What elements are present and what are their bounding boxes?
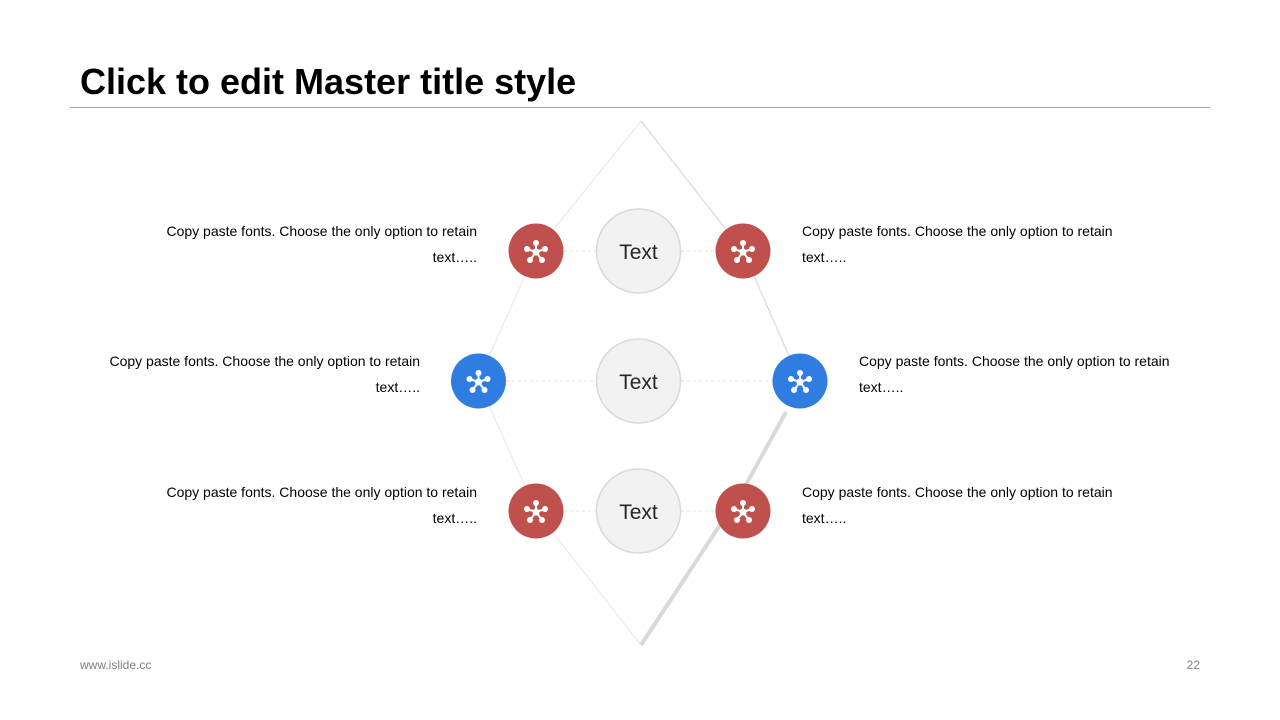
slide-title: Click to edit Master title style (80, 61, 577, 102)
center-node-label: Text (619, 371, 658, 394)
description-bottom-left: Copy paste fonts. Choose the only option… (166, 484, 477, 526)
page-number: 22 (1186, 658, 1200, 672)
footer-url: www.islide.cc (80, 658, 152, 672)
center-node-label: Text (619, 241, 658, 264)
description-top-right: Copy paste fonts. Choose the only option… (802, 223, 1113, 265)
center-node: Text (595, 338, 682, 424)
description-top-left: Copy paste fonts. Choose the only option… (166, 223, 477, 265)
description-middle-left: Copy paste fonts. Choose the only option… (109, 353, 420, 395)
title-divider (70, 107, 1210, 108)
node-middle-left (451, 353, 506, 409)
center-node-label: Text (619, 501, 658, 524)
center-node: Text (595, 208, 682, 294)
description-bottom-right: Copy paste fonts. Choose the only option… (802, 484, 1113, 526)
node-bottom-left (508, 483, 564, 539)
center-node: Text (595, 468, 682, 554)
dashed-connectors (506, 250, 772, 512)
node-top-right (715, 223, 771, 279)
node-bottom-right (715, 483, 771, 539)
node-top-left (508, 223, 564, 279)
description-middle-right: Copy paste fonts. Choose the only option… (859, 353, 1170, 395)
node-middle-right (772, 353, 828, 409)
